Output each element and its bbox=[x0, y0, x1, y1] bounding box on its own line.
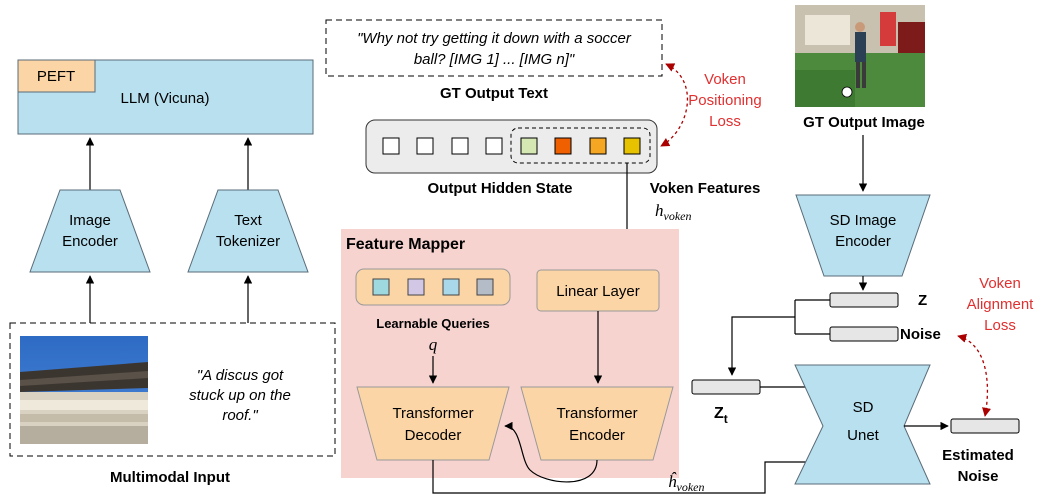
multimodal-input-box bbox=[9, 322, 336, 457]
transformer-decoder-line1: Transformer bbox=[392, 405, 473, 422]
sd-image-encoder-line1: SD Image bbox=[830, 212, 897, 229]
gt-output-text-box bbox=[325, 19, 663, 77]
voken-features-label: Voken Features bbox=[650, 180, 761, 197]
gt-output-text-line1: "Why not try getting it down with a socc… bbox=[357, 30, 632, 47]
gt-output-text-label: GT Output Text bbox=[440, 85, 548, 102]
peft-box bbox=[17, 59, 96, 93]
decoder-output-symbol-sub: voken bbox=[677, 480, 705, 494]
arrow-decoder-to-unet bbox=[432, 457, 821, 494]
llm-title: LLM (Vicuna) bbox=[121, 90, 210, 107]
linear-layer-label: Linear Layer bbox=[556, 283, 639, 300]
voken-positioning-loss-line1: Voken bbox=[704, 71, 746, 88]
hidden-token-3 bbox=[451, 137, 469, 155]
image-encoder-line1: Image bbox=[69, 212, 111, 229]
transformer-decoder-shape bbox=[356, 386, 510, 461]
text-tokenizer: Text Tokenizer bbox=[187, 189, 309, 273]
voken-alignment-arrow bbox=[957, 333, 992, 417]
gt-output-image-label: GT Output Image bbox=[803, 114, 925, 131]
estimated-noise-line1: Estimated bbox=[942, 447, 1014, 464]
sd-image-encoder-line2: Encoder bbox=[835, 233, 891, 250]
hidden-token-4 bbox=[485, 137, 503, 155]
multimodal-input-label: Multimodal Input bbox=[110, 469, 230, 486]
voken-features-symbol-sub: voken bbox=[664, 209, 692, 223]
gt-output-text: "Why not try getting it down with a socc… bbox=[325, 19, 663, 77]
query-symbol: q bbox=[429, 335, 438, 354]
arrow-encoder-to-decoder bbox=[504, 421, 598, 483]
input-caption-line3: roof." bbox=[222, 407, 258, 424]
gt-output-text-line2: ball? [IMG 1] ... [IMG n]" bbox=[414, 51, 575, 68]
z-latent bbox=[829, 292, 899, 308]
text-tokenizer-shape bbox=[187, 189, 309, 273]
sd-unet-line1: SD bbox=[853, 399, 874, 416]
sd-image-encoder: SD Image Encoder bbox=[795, 194, 931, 277]
estimated-noise-latent bbox=[950, 418, 1020, 434]
sd-image-encoder-shape bbox=[795, 194, 931, 277]
hidden-state-box bbox=[365, 119, 658, 174]
zt-label-sub: t bbox=[724, 412, 728, 426]
query-token-4 bbox=[476, 278, 494, 296]
voken-features-symbol: hvoken bbox=[655, 201, 691, 223]
voken-token-4 bbox=[623, 137, 641, 155]
noise-label: Noise bbox=[900, 326, 941, 343]
text-tokenizer-line1: Text bbox=[234, 212, 262, 229]
voken-token-3 bbox=[589, 137, 607, 155]
image-encoder-shape bbox=[29, 189, 151, 273]
voken-alignment-loss-line3: Loss bbox=[984, 317, 1016, 334]
feature-mapper: Feature Mapper Learnable Queries q Linea… bbox=[341, 229, 679, 483]
output-hidden-state bbox=[365, 119, 658, 174]
zt-latent bbox=[691, 379, 761, 395]
hidden-token-1 bbox=[382, 137, 400, 155]
hidden-token-2 bbox=[416, 137, 434, 155]
query-token-1 bbox=[372, 278, 390, 296]
voken-alignment-loss: Voken Alignment Loss bbox=[967, 275, 1035, 334]
voken-positioning-loss-line3: Loss bbox=[709, 113, 741, 130]
zt-label: Zt bbox=[714, 405, 728, 426]
z-label: Z bbox=[918, 292, 927, 309]
feature-mapper-title: Feature Mapper bbox=[346, 236, 465, 253]
voken-token-1 bbox=[520, 137, 538, 155]
query-token-2 bbox=[407, 278, 425, 296]
zt-label-main: Z bbox=[714, 405, 724, 422]
voken-positioning-loss: Voken Positioning Loss bbox=[688, 71, 761, 130]
decoder-output-symbol: ĥvoken bbox=[668, 472, 704, 494]
input-caption-line2: stuck up on the bbox=[189, 387, 291, 404]
estimated-noise-line2: Noise bbox=[958, 468, 999, 485]
transformer-decoder-line2: Decoder bbox=[405, 427, 462, 444]
llm-block: PEFT LLM (Vicuna) bbox=[17, 59, 314, 135]
transformer-encoder-line1: Transformer bbox=[556, 405, 637, 422]
decoder-output-symbol-main: ĥ bbox=[668, 472, 677, 491]
sd-unet: SD Unet bbox=[794, 364, 931, 485]
learnable-queries-box bbox=[355, 268, 511, 306]
input-photo bbox=[20, 336, 148, 444]
transformer-encoder-shape bbox=[520, 386, 674, 461]
arrow-merge-to-zt bbox=[727, 316, 795, 376]
voken-alignment-loss-line1: Voken bbox=[979, 275, 1021, 292]
peft-label: PEFT bbox=[37, 68, 75, 85]
voken-alignment-loss-line2: Alignment bbox=[967, 296, 1035, 313]
image-encoder: Image Encoder bbox=[29, 189, 151, 273]
input-caption-line1: "A discus got bbox=[197, 367, 284, 384]
transformer-encoder-line2: Encoder bbox=[569, 427, 625, 444]
sd-unet-line2: Unet bbox=[847, 427, 880, 444]
sd-unet-shape bbox=[794, 364, 931, 485]
text-tokenizer-line2: Tokenizer bbox=[216, 233, 280, 250]
output-hidden-state-label: Output Hidden State bbox=[428, 180, 573, 197]
voken-positioning-loss-line2: Positioning bbox=[688, 92, 761, 109]
image-encoder-line2: Encoder bbox=[62, 233, 118, 250]
voken-positioning-arrow bbox=[660, 63, 689, 147]
voken-token-2 bbox=[554, 137, 572, 155]
multimodal-input: "A discus got stuck up on the roof." bbox=[9, 322, 336, 457]
learnable-queries-label: Learnable Queries bbox=[376, 316, 489, 331]
query-token-3 bbox=[442, 278, 460, 296]
gt-output-image bbox=[795, 5, 925, 107]
noise-latent bbox=[829, 326, 899, 342]
voken-features-symbol-main: h bbox=[655, 201, 664, 220]
